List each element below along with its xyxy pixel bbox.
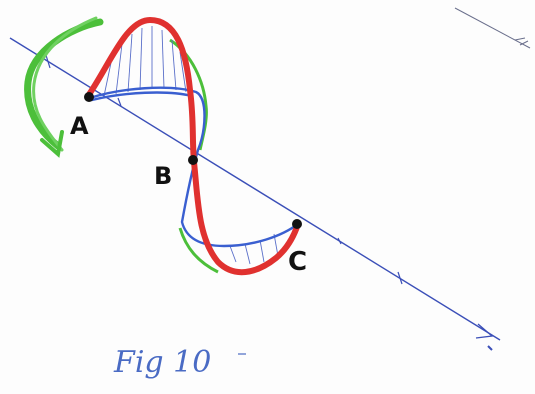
faint-pencil-line [454, 7, 531, 49]
figure-caption: Fig 10 [113, 345, 211, 380]
axis-arrowhead [475, 323, 494, 339]
label-b: B [154, 162, 172, 190]
arc-arrowhead [40, 130, 64, 158]
green-lower-loop-edge [178, 227, 219, 274]
main-axis [9, 37, 501, 351]
rotation-arc-green [24, 16, 104, 158]
upper-loop-hatching [103, 26, 187, 97]
label-c: C [288, 247, 307, 277]
label-a: A [70, 112, 89, 140]
red-curve [85, 17, 301, 276]
point-c-dot [292, 219, 302, 229]
point-a-dot [84, 92, 94, 102]
faint-pencil-mark [514, 37, 529, 46]
point-b-dot [188, 155, 198, 165]
